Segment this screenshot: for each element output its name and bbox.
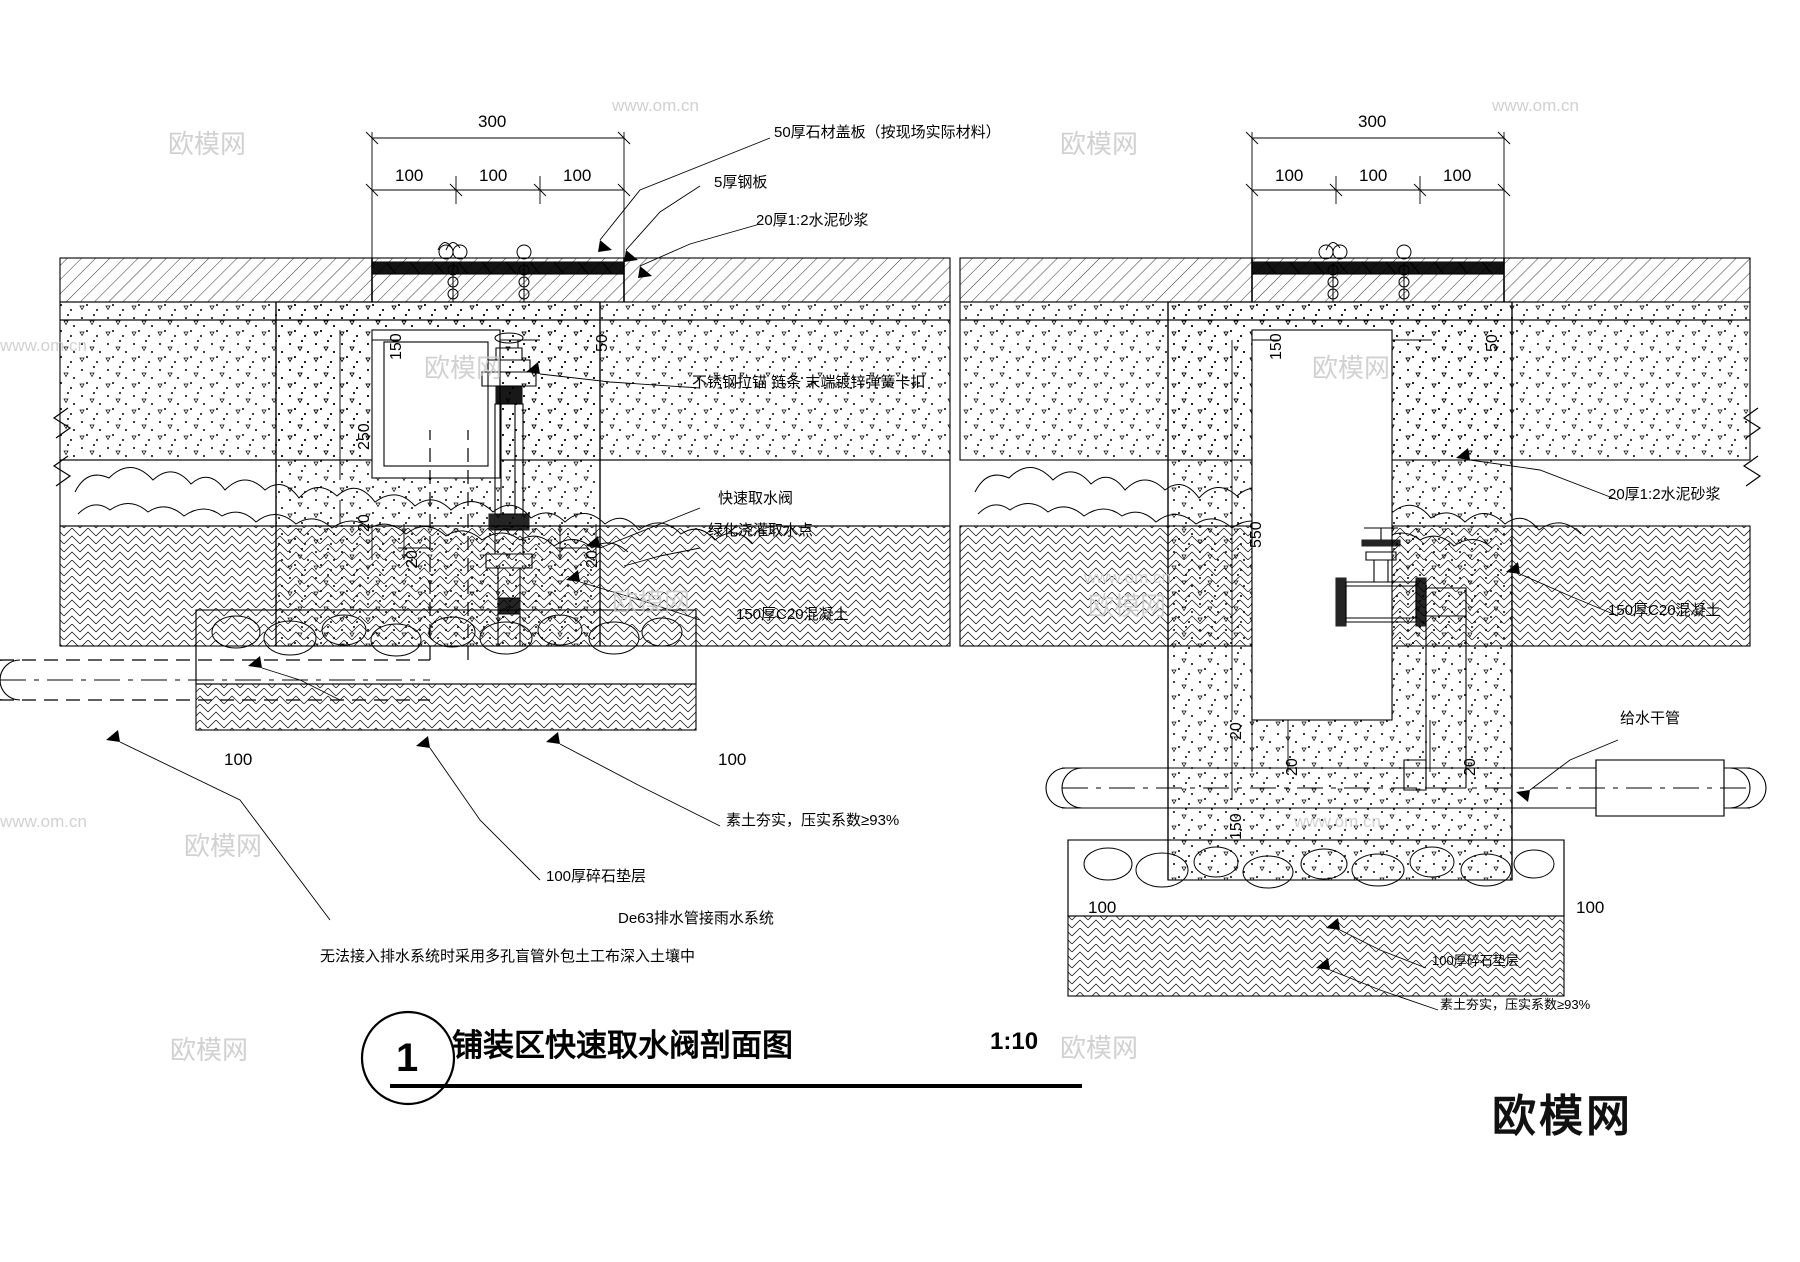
dim-left-250: 250 bbox=[356, 423, 373, 450]
dim-right-150-top: 150 bbox=[1268, 333, 1285, 360]
dim-right-20a: 20 bbox=[1228, 722, 1245, 740]
label-mortar-top: 20厚1:2水泥砂浆 bbox=[756, 212, 869, 229]
drawing-scale: 1:10 bbox=[990, 1028, 1039, 1055]
label-drain-note-2: 无法接入排水系统时采用多孔盲管外包土工布深入土壤中 bbox=[320, 948, 696, 965]
label-valve-left-line2: 绿化浇灌取水点 bbox=[708, 522, 814, 539]
watermark-url-6: www.om.cn bbox=[1294, 812, 1381, 831]
label-anchor: 不锈钢拉锚 链条 末端镀锌弹簧卡扣 bbox=[692, 374, 926, 391]
label-concrete-left: 150厚C20混凝土 bbox=[736, 606, 849, 623]
watermark-url-2: www.om.cn bbox=[1492, 96, 1579, 115]
dim-right-100b: 100 bbox=[1576, 898, 1605, 917]
watermark-site-9: 欧模网 bbox=[1060, 1033, 1139, 1063]
dim-right-20b: 20 bbox=[1284, 758, 1301, 776]
dim-left-100b: 100 bbox=[718, 750, 747, 769]
watermark-site-8: 欧模网 bbox=[170, 1035, 249, 1065]
dim-right-550: 550 bbox=[1248, 521, 1265, 548]
label-compacted-soil-left: 素土夯实，压实系数≥93% bbox=[726, 812, 900, 829]
label-concrete-right: 150厚C20混凝土 bbox=[1608, 602, 1721, 619]
dim-right-total: 300 bbox=[1358, 112, 1387, 131]
watermark-logo: 欧模网 bbox=[1492, 1092, 1633, 1141]
dim-left-20c: 20 bbox=[584, 550, 601, 568]
label-mortar-right: 20厚1:2水泥砂浆 bbox=[1608, 486, 1721, 503]
dim-right-20c: 20 bbox=[1462, 758, 1479, 776]
watermark-site-1: 欧模网 bbox=[168, 129, 247, 159]
dim-left-150: 150 bbox=[388, 333, 405, 360]
label-main-pipe: 给水干管 bbox=[1620, 710, 1681, 727]
label-drain-note-1: De63排水管接雨水系统 bbox=[618, 910, 774, 927]
drawing-title: 铺装区快速取水阀剖面图 bbox=[452, 1028, 793, 1063]
dim-right-part-3: 100 bbox=[1443, 166, 1472, 185]
dim-left-100a: 100 bbox=[224, 750, 253, 769]
label-cover-plate: 50厚石材盖板（按现场实际材料） bbox=[774, 124, 1001, 141]
watermark-url-4: www.om.cn bbox=[1084, 568, 1171, 587]
watermark-site-6: 欧模网 bbox=[1088, 591, 1167, 621]
dim-right-50: 50 bbox=[1484, 334, 1501, 352]
dim-left-part-2: 100 bbox=[479, 166, 508, 185]
dim-left-part-3: 100 bbox=[563, 166, 592, 185]
dim-left-50: 50 bbox=[594, 334, 611, 352]
label-steel-plate: 5厚钢板 bbox=[714, 174, 768, 191]
watermark-url-3: www.om.cn bbox=[0, 336, 87, 355]
watermark-site-7: 欧模网 bbox=[184, 831, 263, 861]
label-compacted-soil-right: 素土夯实，压实系数≥93% bbox=[1440, 997, 1591, 1012]
detail-marker-number: 1 bbox=[396, 1036, 419, 1080]
watermark-site-4: 欧模网 bbox=[1312, 353, 1391, 383]
dim-left-20a: 20 bbox=[356, 514, 373, 532]
dim-left-part-1: 100 bbox=[395, 166, 424, 185]
watermark-site-3: 欧模网 bbox=[424, 353, 503, 383]
dim-left-20b: 20 bbox=[404, 550, 421, 568]
watermark-url-5: www.om.cn bbox=[0, 812, 87, 831]
watermark-site-5: 欧模网 bbox=[612, 587, 691, 617]
watermark-site-2: 欧模网 bbox=[1060, 129, 1139, 159]
label-valve-left-line1: 快速取水阀 bbox=[718, 490, 794, 507]
dim-right-part-2: 100 bbox=[1359, 166, 1388, 185]
dim-right-100a: 100 bbox=[1088, 898, 1117, 917]
dim-right-part-1: 100 bbox=[1275, 166, 1304, 185]
dim-left-total: 300 bbox=[478, 112, 507, 131]
label-gravel-right: 100厚碎石垫层 bbox=[1432, 953, 1519, 968]
label-gravel-left: 100厚碎石垫层 bbox=[546, 868, 647, 885]
watermark-url-1: www.om.cn bbox=[612, 96, 699, 115]
dim-right-150-low: 150 bbox=[1228, 813, 1245, 840]
